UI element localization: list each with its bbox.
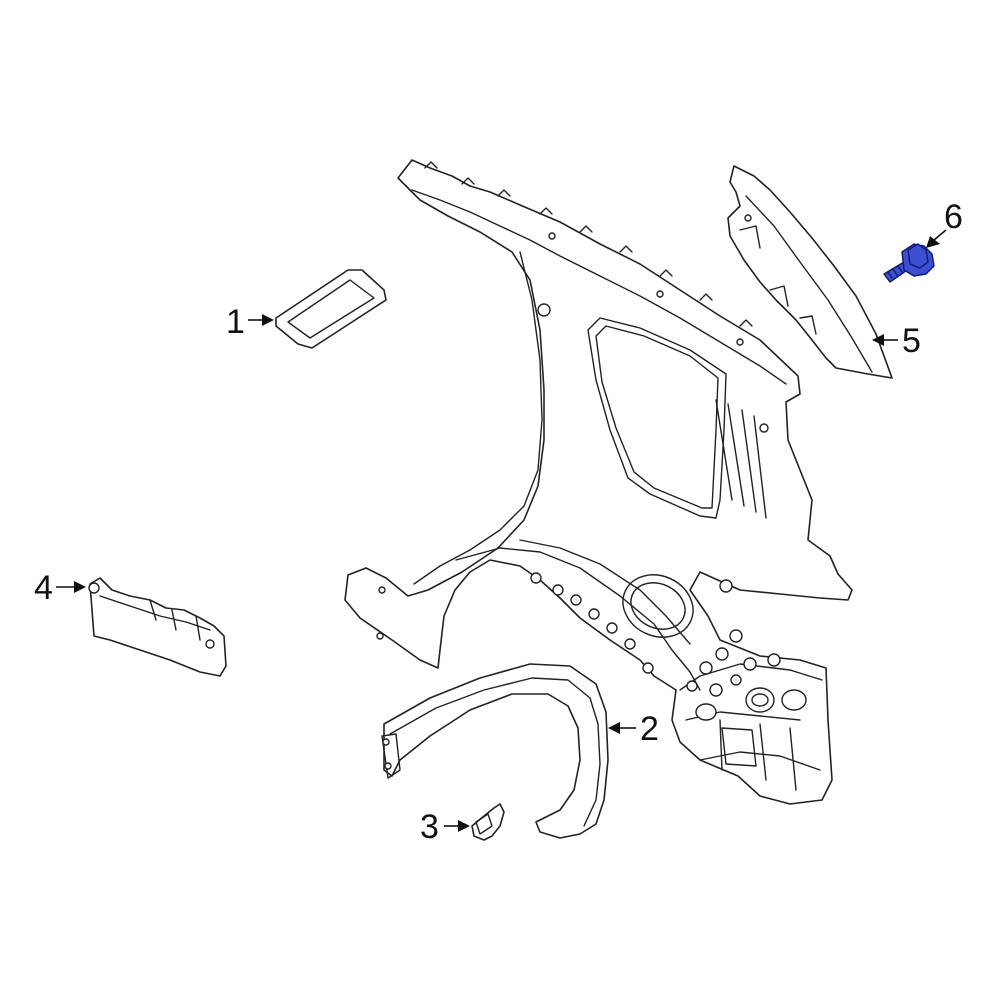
body-crease-2 [519,539,691,645]
clip-part-3 [471,803,505,841]
pillar-trim-part-5 [727,165,893,379]
bracket-body [89,577,227,677]
panel-hole [719,579,733,593]
panel-ribs [715,399,767,519]
leader-arrow-6 [926,236,940,248]
rear-hole [743,657,757,671]
callout-label-2: 2 [640,710,659,748]
wheel-arch-molding-part-2 [381,663,609,839]
gasket-inner [287,279,375,339]
clip-head [475,813,493,835]
callout-label-3: 3 [420,808,439,846]
callout-1: 1 [226,303,274,341]
gasket-outer [275,269,387,349]
rear-hole [709,683,723,697]
pillar-line [413,251,543,585]
panel-hole [537,303,551,317]
leader-arrow-4 [74,581,86,593]
leader-arrow-2 [608,722,620,734]
callout-4: 4 [34,569,86,607]
arch-hole [552,584,564,596]
callout-5: 5 [872,322,921,360]
bracket-hole [205,639,215,649]
arch-hole [624,638,636,650]
bolt-head [907,243,929,269]
callout-label-6: 6 [944,198,963,236]
clip-body [471,803,505,841]
callout-label-1: 1 [226,303,245,341]
bolt-part-6 [883,243,935,283]
arch-hole [588,608,600,620]
panel-hole [759,423,769,433]
panel-hole [736,338,744,346]
leader-arrow-1 [262,314,274,326]
arch-molding-outer [383,663,609,839]
body-crease [455,547,701,691]
quarter-window-inner [595,325,719,509]
fuel-door [622,574,694,638]
rear-large-hole [751,693,769,707]
leader-arrow-5 [872,334,884,346]
panel-hole [376,632,384,640]
quarter-panel-outline [344,159,853,805]
gasket-part-1 [275,269,387,349]
pillar-trim-hole [744,214,752,222]
rear-hole [686,680,698,692]
rear-inner-structure [679,663,823,791]
roof-rail-bumps [424,161,753,327]
rear-hole [695,703,717,721]
bracket-part-4 [88,577,227,677]
arch-molding-edge [389,677,601,827]
rear-hole [767,653,781,667]
rear-box [721,727,757,767]
rear-hole [730,674,742,686]
rear-hole [699,661,713,675]
roof-rail-line [411,189,787,385]
arch-hole [642,662,654,674]
callout-2: 2 [608,710,659,748]
quarter-window [587,317,727,519]
bracket-flange [99,595,211,641]
pillar-trim-tabs [739,225,817,335]
arch-clip-hole [382,738,390,746]
leader-line-6 [933,229,947,241]
bracket-hole [88,582,100,594]
callout-label-4: 4 [34,569,53,607]
rear-hole [729,629,743,643]
quarter-panel [344,159,853,805]
rear-hole [715,647,729,661]
pillar-trim-body [727,165,893,379]
leader-arrow-3 [458,820,470,832]
callout-label-5: 5 [902,322,921,360]
arch-hole [530,572,542,584]
rear-large-hole [781,689,807,711]
callout-6: 6 [926,198,963,248]
pillar-trim-edge [745,195,873,373]
bolt-threads [887,265,903,279]
panel-hole [378,586,386,594]
panel-hole [656,290,664,298]
arch-hole [570,594,582,606]
panel-hole [548,232,556,240]
callout-3: 3 [420,808,470,846]
arch-clip-hole [384,762,392,770]
fuel-door-inner [630,582,686,630]
arch-hole [606,622,618,634]
